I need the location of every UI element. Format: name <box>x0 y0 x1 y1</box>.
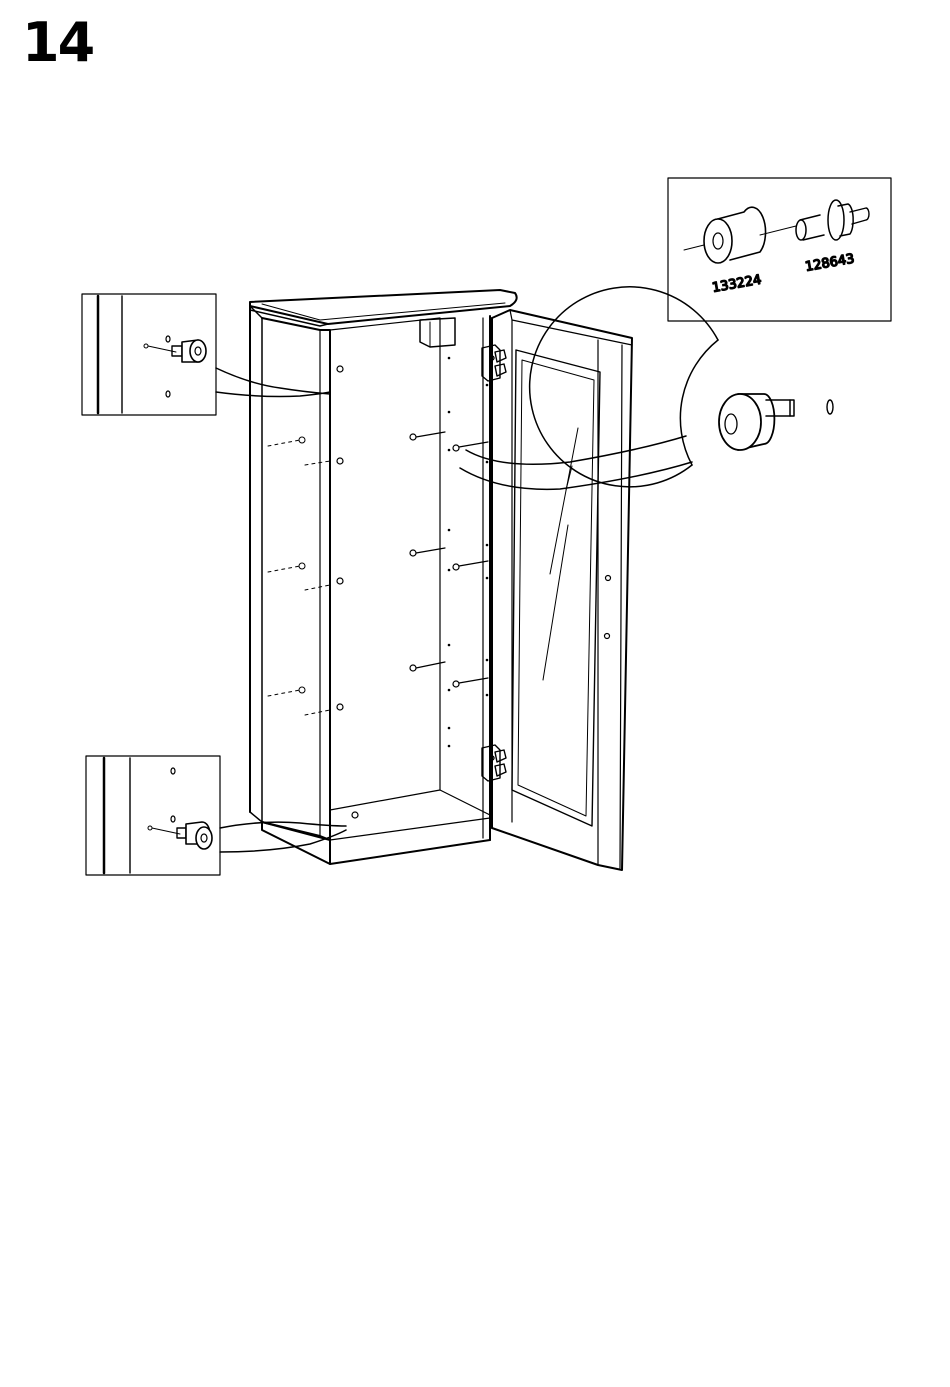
detail-inset-lower-left <box>86 756 346 875</box>
glass-door <box>492 310 632 870</box>
bumper-icon <box>719 394 833 450</box>
parts-box: 133224 128643 <box>668 178 891 321</box>
pin-part-icon <box>796 200 869 240</box>
upper-hinge-icon <box>482 345 506 381</box>
cabinet-carcass <box>250 290 517 864</box>
bumper-icon <box>148 822 212 849</box>
bumper-part-icon <box>684 207 796 263</box>
part-number-label: 128643 <box>804 252 855 275</box>
bumper-icon <box>144 340 206 362</box>
part-number-label: 133224 <box>711 273 762 296</box>
lower-hinge-icon <box>482 745 506 781</box>
